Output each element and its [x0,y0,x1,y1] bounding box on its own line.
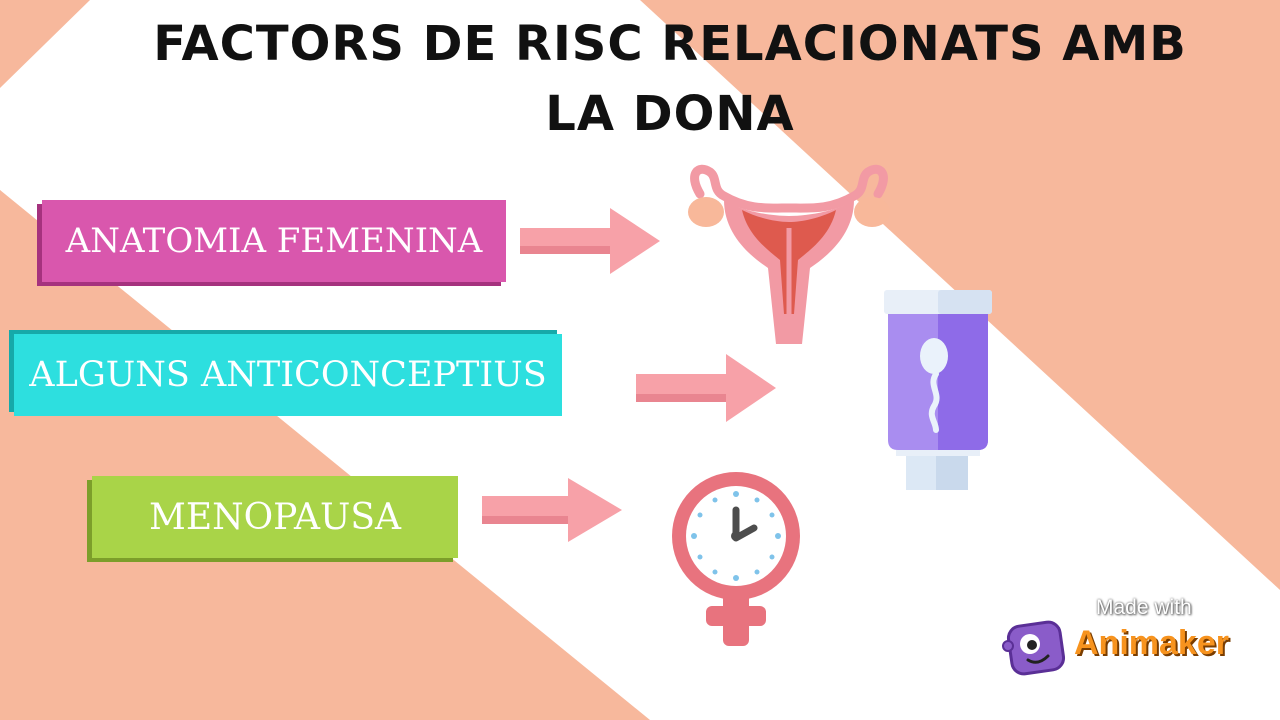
contraceptive-tube-icon [884,290,992,490]
animaker-watermark: Made with Animaker [1000,596,1250,686]
factor-label: ANATOMIA FEMENINA [65,221,483,261]
factor-label: ALGUNS ANTICONCEPTIUS [29,355,547,395]
factor-box-contraceptives: ALGUNS ANTICONCEPTIUS [14,334,562,416]
uterus-icon [688,164,890,344]
factor-label: MENOPAUSA [148,496,402,538]
page-title-line-1: FACTORS DE RISC RELACIONATS AMB [153,16,1187,72]
watermark-brand: Animaker [1074,624,1229,662]
factor-box-anatomy: ANATOMIA FEMENINA [42,200,506,282]
watermark-made-with: Made with [1096,596,1192,619]
page-title-line-2: LA DONA [545,86,795,142]
arrow-right-icon [636,354,776,422]
arrow-right-icon [520,208,660,274]
factor-box-menopause: MENOPAUSA [92,476,458,558]
animaker-mascot-icon [1002,620,1066,676]
clock-female-symbol-icon [672,472,800,646]
arrow-right-icon [471,468,635,552]
